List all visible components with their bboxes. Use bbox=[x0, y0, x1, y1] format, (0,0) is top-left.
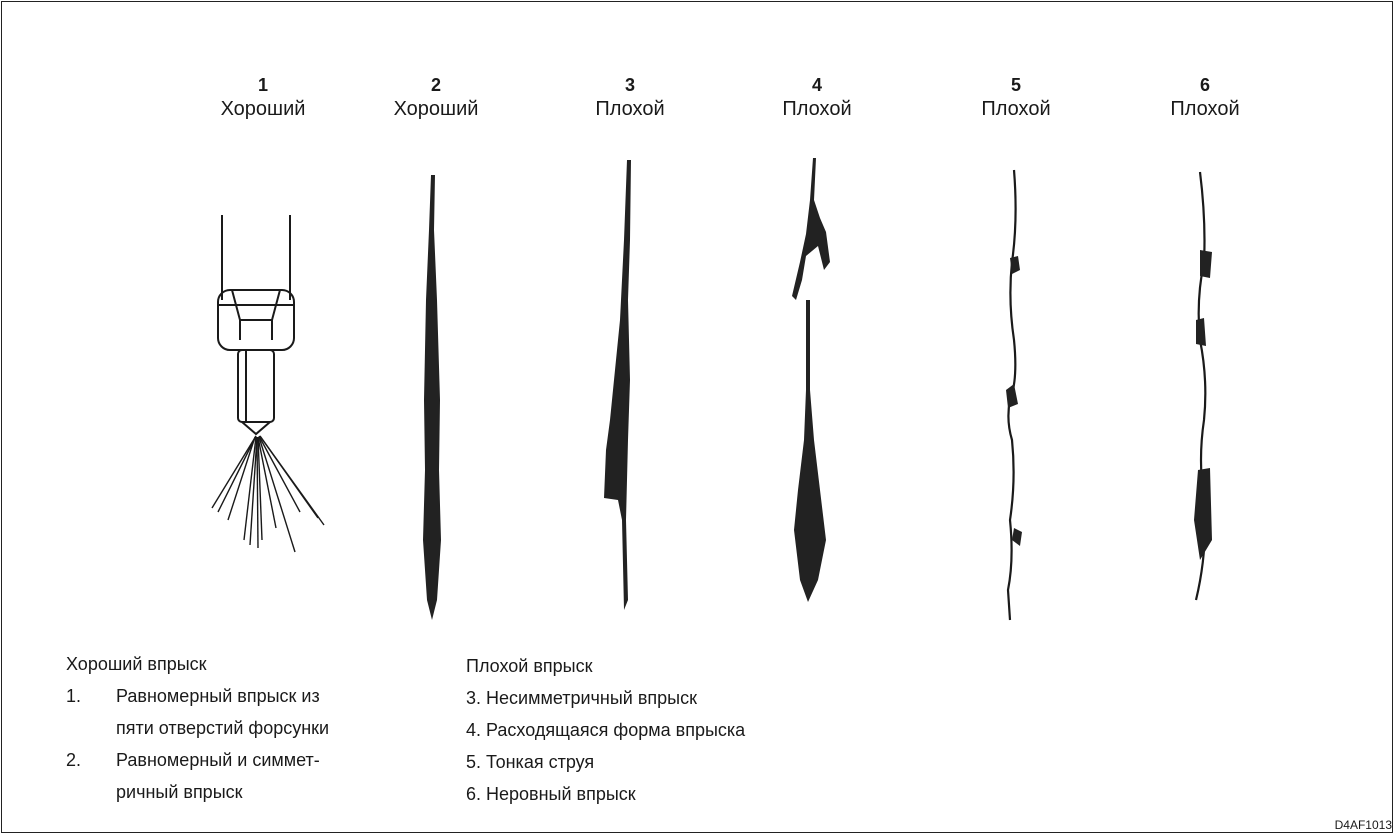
good-item-2-cont: ричный впрыск bbox=[66, 776, 329, 808]
injector-nozzle bbox=[218, 215, 294, 434]
spray-pattern-4b bbox=[794, 300, 826, 602]
good-item-1: 1. Равномерный впрыск из bbox=[66, 680, 329, 712]
item-text-cont: пяти отверстий форсунки bbox=[116, 712, 329, 744]
spray-pattern-5-blobs bbox=[1006, 256, 1022, 546]
figure-code: D4AF1013 bbox=[1335, 818, 1392, 832]
item-text-cont: ричный впрыск bbox=[116, 776, 243, 808]
good-spray-legend: Хороший впрыск 1. Равномерный впрыск из … bbox=[66, 648, 329, 808]
bad-item-5: 5. Тонкая струя bbox=[466, 746, 745, 778]
good-item-2: 2. Равномерный и симмет- bbox=[66, 744, 329, 776]
spray-pattern-6-blobs bbox=[1194, 250, 1212, 560]
item-text: Равномерный впрыск из bbox=[116, 680, 320, 712]
spray-pattern-3 bbox=[604, 160, 631, 610]
bad-spray-legend: Плохой впрыск 3. Несимметричный впрыск 4… bbox=[466, 650, 745, 810]
item-text: Равномерный и симмет- bbox=[116, 744, 320, 776]
bad-item-6: 6. Неровный впрыск bbox=[466, 778, 745, 810]
item-index: 2. bbox=[66, 744, 116, 776]
bad-item-3: 3. Несимметричный впрыск bbox=[466, 682, 745, 714]
good-spray-title: Хороший впрыск bbox=[66, 648, 329, 680]
good-item-1-cont: пяти отверстий форсунки bbox=[66, 712, 329, 744]
bad-item-4: 4. Расходящаяся форма впрыска bbox=[466, 714, 745, 746]
good-spray-jets bbox=[212, 436, 324, 552]
spray-pattern-2 bbox=[423, 175, 441, 620]
item-index: 1. bbox=[66, 680, 116, 712]
spray-pattern-4 bbox=[792, 158, 830, 300]
bad-spray-title: Плохой впрыск bbox=[466, 650, 745, 682]
